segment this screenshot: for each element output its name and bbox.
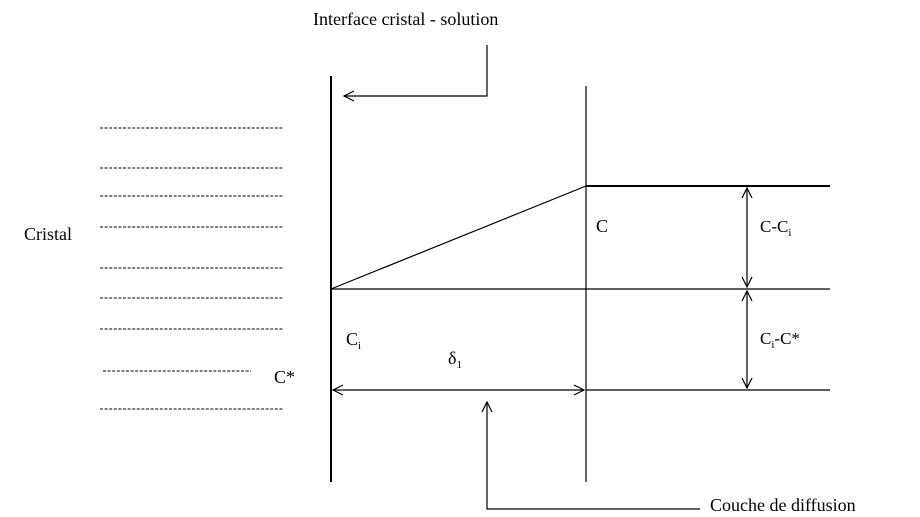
delta-subscript: 1 (456, 359, 462, 371)
c-label: C (596, 216, 608, 236)
couche-callout-arrow (487, 402, 700, 510)
couche-label: Couche de diffusion (710, 495, 856, 515)
ci-minus-cstar-subscript: i (771, 339, 774, 351)
ci-label: Ci (346, 329, 361, 352)
interface-callout-arrow (344, 45, 488, 96)
c-minus-ci-label: C-Ci (760, 217, 791, 239)
ci-subscript: i (358, 340, 361, 352)
delta-base: δ (448, 348, 456, 368)
cstar-label: C* (274, 367, 295, 387)
concentration-gradient (330, 185, 587, 290)
delta-label: δ1 (448, 348, 462, 371)
c-minus-ci-base: C-C (760, 217, 788, 236)
ci-minus-cstar-label: Ci-C* (760, 329, 800, 351)
cristal-label: Cristal (24, 224, 72, 244)
crystal-lattice-lines (100, 127, 283, 410)
c-minus-ci-subscript: i (788, 227, 791, 239)
ci-minus-cstar-base: C (760, 329, 771, 348)
interface-label: Interface cristal - solution (313, 9, 498, 29)
ci-minus-cstar-tail: -C* (774, 329, 800, 348)
ci-base: C (346, 329, 358, 349)
